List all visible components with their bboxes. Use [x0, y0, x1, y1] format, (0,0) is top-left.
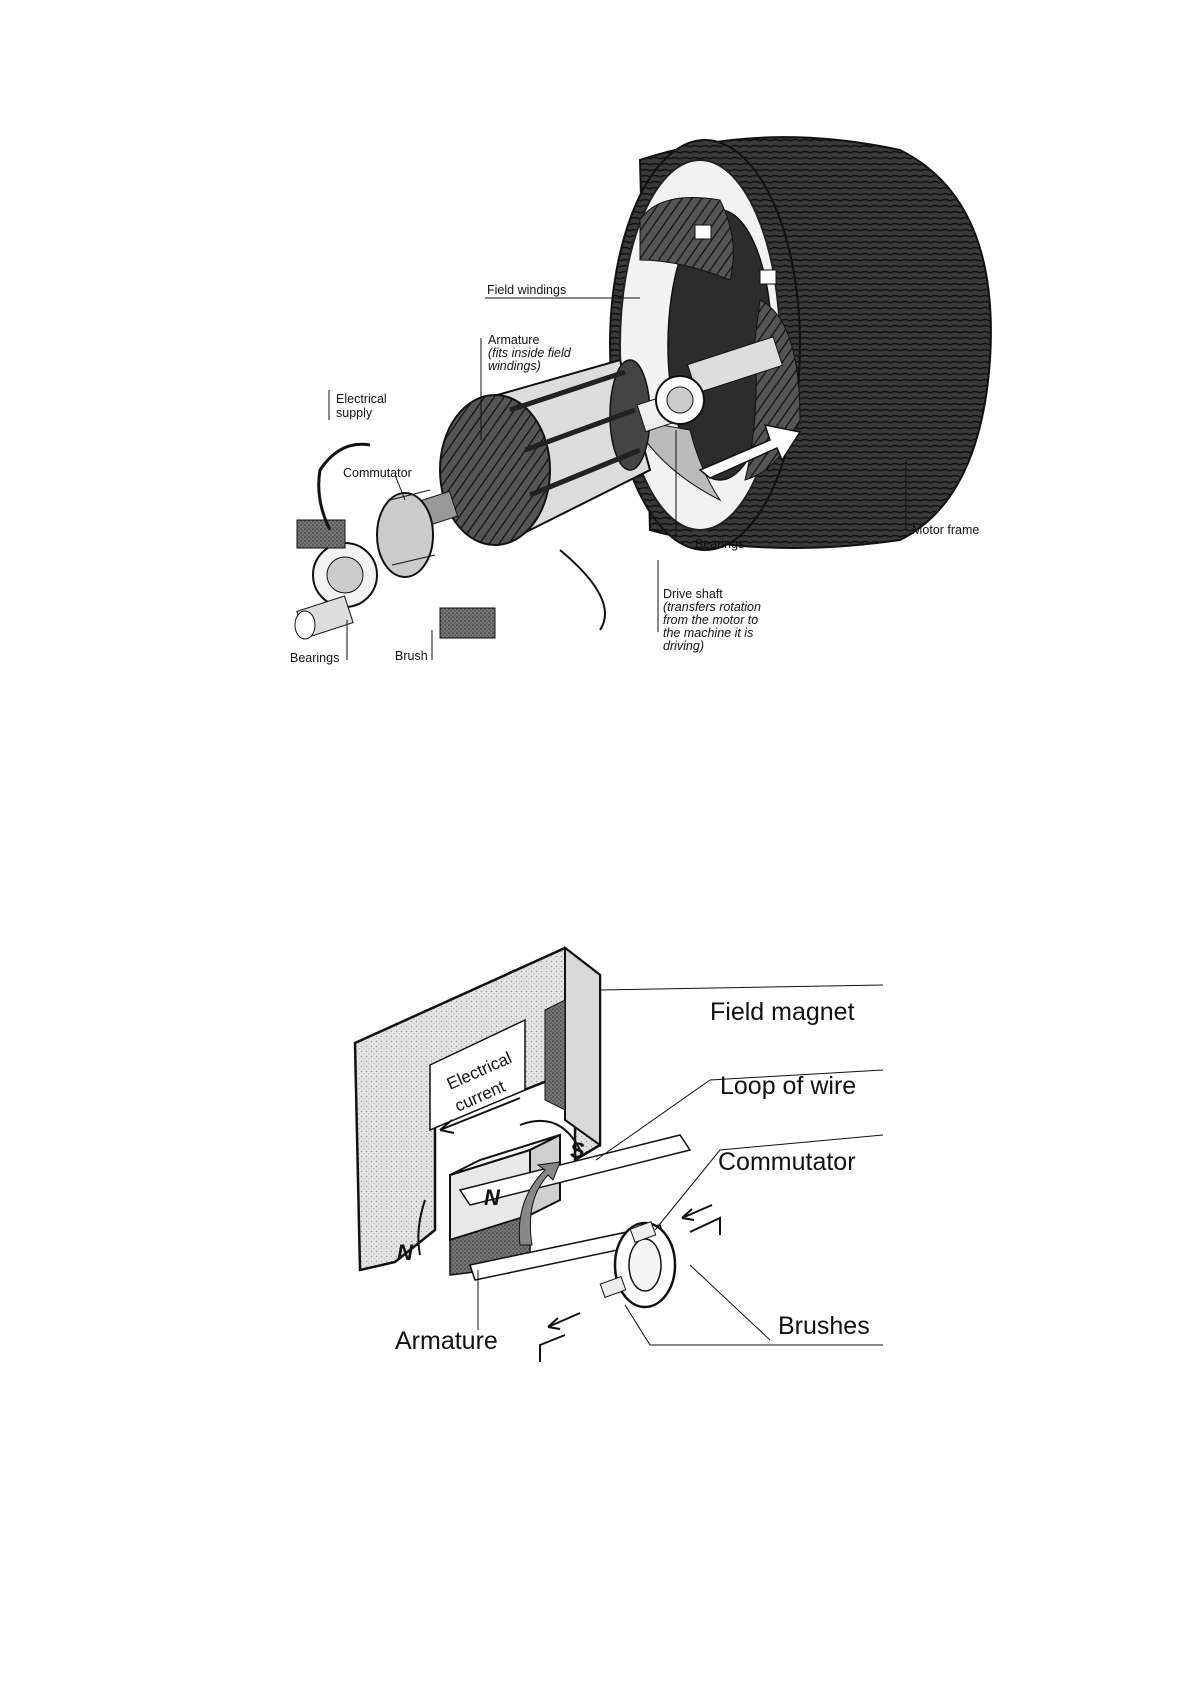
- label-drive-shaft-note-4: driving): [663, 639, 704, 653]
- label-brush: Brush: [395, 649, 428, 663]
- label-brushes: Brushes: [778, 1312, 870, 1340]
- label-electrical-supply-2: supply: [336, 406, 373, 420]
- label-drive-shaft: Drive shaft: [663, 587, 723, 601]
- label-field-magnet: Field magnet: [710, 998, 855, 1026]
- label-pole-n-magnet: N: [397, 1240, 414, 1265]
- label-armature-note-1: (fits inside field: [488, 346, 572, 360]
- motor-exploded-illustration: Field windings Armature (fits inside fie…: [290, 137, 991, 665]
- label-bearings-right: Bearings: [695, 537, 744, 551]
- label-drive-shaft-note-2: from the motor to: [663, 613, 758, 627]
- label-electrical-supply-1: Electrical: [336, 392, 387, 406]
- label-armature: Armature: [488, 333, 539, 347]
- label-commutator-simple: Commutator: [718, 1148, 856, 1176]
- label-pole-s-magnet: S: [570, 1138, 585, 1163]
- motor-frame-drawing: [610, 137, 991, 550]
- label-drive-shaft-note-1: (transfers rotation: [663, 600, 761, 614]
- simple-motor-illustration: Field magnet Loop of wire Commutator Bru…: [355, 948, 883, 1362]
- label-field-windings: Field windings: [487, 283, 566, 297]
- label-motor-frame: Motor frame: [912, 523, 979, 537]
- label-bearings-left: Bearings: [290, 651, 339, 665]
- label-armature-note-2: windings): [488, 359, 541, 373]
- label-armature-simple: Armature: [395, 1327, 498, 1355]
- commutator-drawing: [540, 1205, 720, 1362]
- label-drive-shaft-note-3: the machine it is: [663, 626, 753, 640]
- label-pole-n-armature: N: [484, 1185, 501, 1210]
- label-loop-of-wire: Loop of wire: [720, 1072, 856, 1100]
- label-commutator: Commutator: [343, 466, 412, 480]
